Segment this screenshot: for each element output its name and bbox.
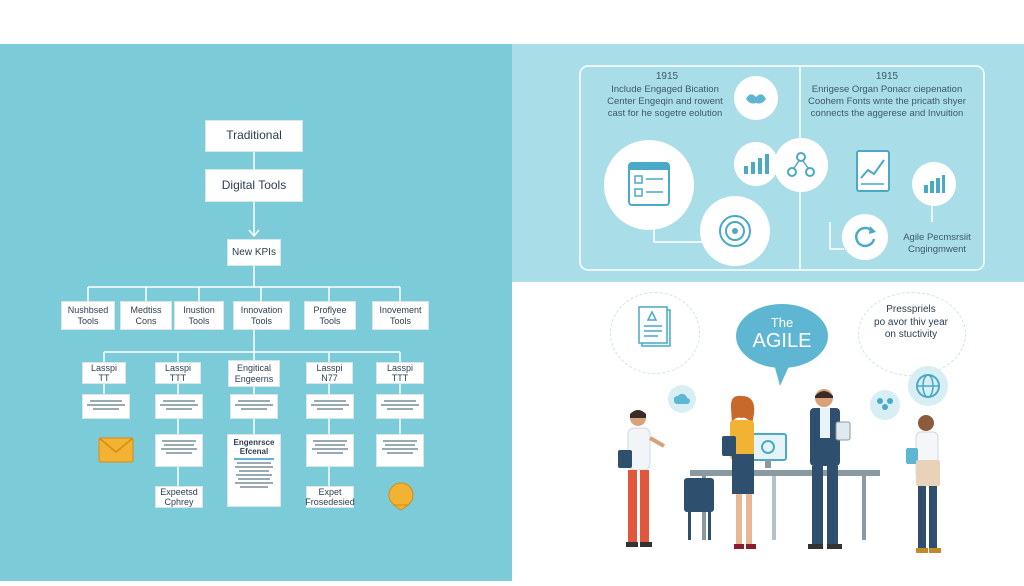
node-row1-4-label: Innovation Tools [240,305,283,326]
node-row1-1: Nushbsed Tools [61,301,115,330]
node-new-kpis: New KPIs [227,239,281,266]
node-row2-2-label: Lasspi TTT [164,362,191,383]
node-row2-4-label: Lasspi N77 [316,362,343,383]
cloud-icon [674,393,690,404]
right-bottom-panel: The AGILE Presspriels po avor thiv year … [512,282,1024,581]
node-row1-5: Proflyee Tools [304,301,356,330]
bottom-caption: Agile Pecmsrsiit Cngingmwent [903,232,971,255]
person-1 [618,410,665,547]
top-right-text: Enrigese Organ Ponacr ciepenation Coohem… [808,84,966,119]
target-icon [719,215,751,247]
bubble-bar-chart [734,142,778,186]
team-icon [877,398,893,410]
bubble-refresh [842,214,888,260]
agile-big-label: AGILE [752,330,812,353]
node-row5-2-label: Expet Frosedesied [305,486,355,507]
document-icon [628,162,670,206]
note-row3-3 [230,394,278,419]
top-left-text: Include Engaged Bication Center Engeqin … [607,84,723,119]
node-row2-1-label: Lasspi TT [90,362,117,383]
node-row1-2: Medtiss Cons [120,301,172,330]
node-row1-3-label: Inustion Tools [183,305,215,326]
person-4 [906,415,941,553]
agile-bubble-shape [736,304,828,386]
node-traditional-label: Traditional [226,128,282,143]
agile-title: The AGILE [734,315,830,353]
projects-text: Presspriels po avor thiv year on stuctiv… [874,304,948,340]
network-icon [787,152,815,177]
node-new-kpis-label: New KPIs [232,246,276,258]
bubble-network [774,138,828,192]
node-row2-4: Lasspi N77 [306,362,353,384]
globe-icon [916,374,940,398]
node-row4-2: Engenrsce Efcenal [227,434,281,507]
right-top-panel: 1915 Include Engaged Bication Center Eng… [512,44,1024,282]
node-row5-1: Expeetsd Cphrey [155,486,203,508]
note-row4-4 [376,434,424,467]
note-row4-3 [306,434,354,467]
top-right-heading: 1915 [875,71,899,82]
report-icon [856,150,890,192]
note-row3-1 [82,394,130,419]
refresh-icon [854,226,876,248]
node-row1-1-label: Nushbsed Tools [67,305,109,326]
document-icon-2 [638,306,671,347]
flow-connectors [87,152,401,486]
node-row5-2: Expet Frosedesied [305,486,355,508]
bar-chart-icon-2 [924,175,945,193]
agile-small-label: The [770,315,794,330]
top-left-heading: 1915 [655,71,679,82]
note-row3-5 [376,394,424,419]
node-row1-5-label: Proflyee Tools [313,305,347,326]
person-2 [722,395,756,549]
node-traditional: Traditional [205,120,303,152]
node-row2-5: Lasspi TTT [376,362,424,384]
node-row2-2: Lasspi TTT [155,362,201,384]
node-row2-5-label: Lasspi TTT [386,362,413,383]
note-row3-4 [306,394,354,419]
node-digital-tools: Digital Tools [205,169,303,202]
node-row1-2-label: Medtiss Cons [130,305,162,326]
node-row2-3: Engitical Engeerns [228,360,280,387]
node-row2-3-label: Engitical Engeerns [234,363,274,384]
bubble-projects [858,292,966,376]
node-row2-1: Lasspi TT [82,362,126,384]
left-panel: Traditional Digital Tools New KPIs Nushb… [0,44,512,581]
node-row1-6: Inovement Tools [372,301,429,330]
node-row4-2-label: Engenrsce Efcenal [233,438,275,456]
node-row1-6-label: Inovement Tools [379,305,422,326]
node-row5-1-label: Expeetsd Cphrey [160,486,198,507]
node-row1-3: Inustion Tools [174,301,224,330]
envelope-icon [98,437,134,463]
desk-illustration [684,470,880,540]
note-row3-2 [155,394,203,419]
note-row4-1 [155,434,203,467]
bell-icon [388,482,414,511]
node-digital-tools-label: Digital Tools [221,177,287,192]
person-3 [808,389,851,549]
node-row1-4: Innovation Tools [233,301,290,330]
hands-icon [746,94,766,104]
bar-chart-icon [744,154,769,174]
